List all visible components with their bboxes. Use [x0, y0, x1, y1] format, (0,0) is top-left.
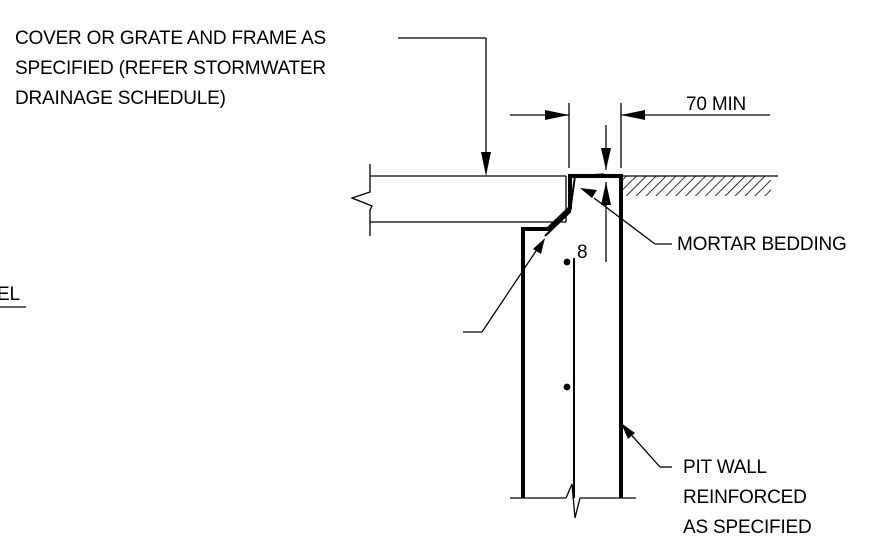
dimension-70-min: 70 MIN — [510, 94, 770, 168]
pit-wall-label-line2: REINFORCED — [683, 487, 807, 508]
ground-hatch — [621, 175, 778, 196]
frame-lip — [544, 175, 576, 237]
mortar-thickness-dimension: 8 — [577, 125, 611, 263]
left-leader — [463, 238, 545, 333]
mortar-leader: MORTAR BEDDING — [580, 188, 847, 255]
reinforcement-dot-upper — [563, 258, 571, 266]
pit-wall-label-line3: AS SPECIFIED — [683, 517, 812, 538]
cover-slab — [350, 164, 567, 236]
left-fragment: EL — [0, 284, 26, 308]
cover-label-line3: DRAINAGE SCHEDULE) — [15, 88, 226, 109]
break-line-left — [350, 164, 373, 236]
cover-label-line1: COVER OR GRATE AND FRAME AS — [15, 28, 326, 49]
cover-label-line2: SPECIFIED (REFER STORMWATER — [15, 58, 326, 79]
pit-wall-label-line1: PIT WALL — [683, 457, 767, 478]
cover-leader: COVER OR GRATE AND FRAME AS SPECIFIED (R… — [15, 28, 491, 176]
pit-wall-leader: PIT WALL REINFORCED AS SPECIFIED — [621, 423, 812, 538]
left-fragment-label: EL — [0, 284, 20, 305]
reinforcement-dot-lower — [563, 383, 571, 391]
dimension-label: 70 MIN — [686, 94, 746, 115]
reinforcement — [563, 258, 575, 498]
small-dimension-label: 8 — [577, 242, 587, 263]
bottom-break-line — [510, 483, 636, 519]
mortar-label: MORTAR BEDDING — [677, 234, 847, 255]
